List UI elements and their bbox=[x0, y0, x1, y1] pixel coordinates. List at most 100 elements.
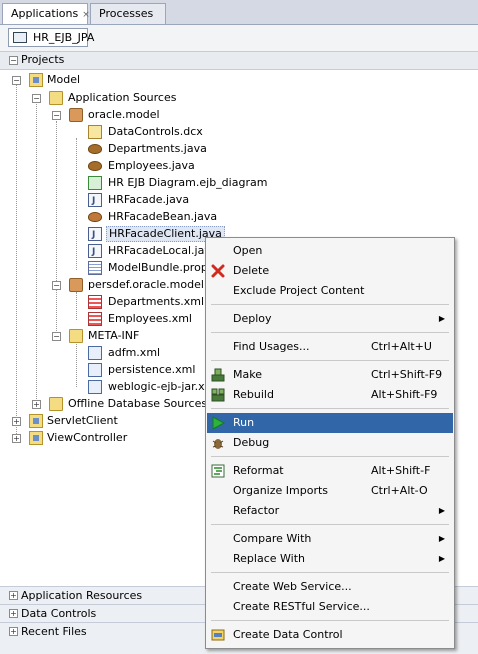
xml-file-icon bbox=[88, 380, 102, 394]
menu-item-organize-imports[interactable]: Organize Imports Ctrl+Alt-O bbox=[207, 481, 453, 501]
rebuild-icon bbox=[211, 388, 225, 402]
menu-separator bbox=[211, 360, 449, 361]
tree-label: adfm.xml bbox=[108, 346, 161, 359]
projects-panel-header[interactable]: − Projects bbox=[0, 52, 478, 70]
expand-icon[interactable]: + bbox=[9, 627, 18, 636]
menu-label: Debug bbox=[233, 436, 270, 449]
application-toolbar: HR_EJB_JPA bbox=[0, 25, 478, 52]
menu-label: Make bbox=[233, 368, 262, 381]
expand-icon[interactable]: + bbox=[32, 400, 41, 409]
tree-label: Employees.xml bbox=[108, 312, 192, 325]
expand-icon[interactable]: + bbox=[9, 591, 18, 600]
menu-item-deploy[interactable]: Deploy ▶ bbox=[207, 309, 453, 329]
tree-line bbox=[76, 138, 77, 270]
xml-file-icon bbox=[88, 346, 102, 360]
menu-label: Exclude Project Content bbox=[233, 284, 365, 297]
tree-line bbox=[16, 85, 17, 438]
tab-applications[interactable]: Applications× bbox=[2, 3, 90, 24]
close-icon[interactable]: × bbox=[82, 10, 90, 20]
menu-label: Create RESTful Service... bbox=[233, 600, 370, 613]
menu-shortcut: Alt+Shift-F bbox=[371, 464, 431, 477]
folder-icon bbox=[69, 329, 83, 343]
tree-label: HRFacadeBean.java bbox=[108, 210, 218, 223]
tree-label: HRFacade.java bbox=[108, 193, 190, 206]
project-icon bbox=[29, 414, 43, 428]
tree-line bbox=[76, 292, 77, 320]
tree-label: Application Sources bbox=[68, 91, 177, 104]
tree-label: Departments.xml bbox=[108, 295, 205, 308]
tree-label: Model bbox=[47, 73, 81, 86]
collapse-icon[interactable]: − bbox=[9, 56, 18, 65]
tree-label: persdef.oracle.model bbox=[88, 278, 204, 291]
menu-separator bbox=[211, 332, 449, 333]
package-icon bbox=[69, 278, 83, 292]
menu-separator bbox=[211, 408, 449, 409]
dcx-file-icon bbox=[88, 125, 102, 139]
menu-item-delete[interactable]: Delete bbox=[207, 261, 453, 281]
application-icon bbox=[13, 32, 27, 43]
menu-item-create-data-control[interactable]: Create Data Control bbox=[207, 625, 453, 645]
menu-separator bbox=[211, 456, 449, 457]
menu-separator bbox=[211, 524, 449, 525]
tree-label: persistence.xml bbox=[108, 363, 196, 376]
menu-item-create-web-service[interactable]: Create Web Service... bbox=[207, 577, 453, 597]
properties-file-icon bbox=[88, 261, 102, 275]
tab-processes[interactable]: Processes bbox=[90, 3, 166, 24]
application-name: HR_EJB_JPA bbox=[33, 31, 95, 44]
menu-item-replace-with[interactable]: Replace With ▶ bbox=[207, 549, 453, 569]
collapse-icon[interactable]: − bbox=[52, 111, 61, 120]
tree-line bbox=[36, 104, 37, 405]
menu-item-run[interactable]: Run bbox=[207, 413, 453, 433]
expand-icon[interactable]: + bbox=[9, 609, 18, 618]
folder-icon bbox=[49, 91, 63, 105]
tree-label-selected: HRFacadeClient.java bbox=[106, 226, 225, 242]
green-play-icon bbox=[212, 416, 225, 430]
expand-icon[interactable]: + bbox=[12, 434, 21, 443]
menu-label: Deploy bbox=[233, 312, 272, 325]
menu-shortcut: Alt+Shift-F9 bbox=[371, 388, 438, 401]
panel-title: Application Resources bbox=[21, 589, 143, 602]
application-selector[interactable]: HR_EJB_JPA bbox=[8, 28, 94, 47]
menu-label: Find Usages... bbox=[233, 340, 310, 353]
menu-label: Rebuild bbox=[233, 388, 274, 401]
panel-title: Recent Files bbox=[21, 625, 87, 638]
collapse-icon[interactable]: − bbox=[52, 332, 61, 341]
submenu-arrow-icon: ▶ bbox=[438, 534, 445, 543]
tree-label: ServletClient bbox=[47, 414, 118, 427]
tree-label: ModelBundle.proper bbox=[108, 261, 220, 274]
menu-item-rebuild[interactable]: Rebuild Alt+Shift-F9 bbox=[207, 385, 453, 405]
menu-label: Create Web Service... bbox=[233, 580, 352, 593]
menu-item-debug[interactable]: Debug bbox=[207, 433, 453, 453]
menu-item-refactor[interactable]: Refactor ▶ bbox=[207, 501, 453, 521]
tree-label: Employees.java bbox=[108, 159, 195, 172]
submenu-arrow-icon: ▶ bbox=[438, 314, 445, 323]
menu-item-reformat[interactable]: Reformat Alt+Shift-F bbox=[207, 461, 453, 481]
menu-label: Reformat bbox=[233, 464, 284, 477]
menu-shortcut: Ctrl+Alt-O bbox=[371, 484, 428, 497]
menu-item-create-restful-service[interactable]: Create RESTful Service... bbox=[207, 597, 453, 617]
package-icon bbox=[69, 108, 83, 122]
menu-label: Compare With bbox=[233, 532, 312, 545]
menu-item-open[interactable]: Open bbox=[207, 241, 453, 261]
panel-title: Data Controls bbox=[21, 607, 97, 620]
tree-label: Offline Database Sources bbox=[68, 397, 208, 410]
debug-icon bbox=[212, 439, 224, 449]
reformat-icon bbox=[211, 464, 225, 478]
collapse-icon[interactable]: − bbox=[52, 281, 61, 290]
menu-item-make[interactable]: Make Ctrl+Shift-F9 bbox=[207, 365, 453, 385]
tree-label: DataControls.dcx bbox=[108, 125, 203, 138]
tree-label: HRFacadeLocal.java bbox=[108, 244, 218, 257]
collapse-icon[interactable]: − bbox=[12, 76, 21, 85]
menu-separator bbox=[211, 620, 449, 621]
collapse-icon[interactable]: − bbox=[32, 94, 41, 103]
menu-item-exclude-project-content[interactable]: Exclude Project Content bbox=[207, 281, 453, 301]
expand-icon[interactable]: + bbox=[12, 417, 21, 426]
tree-line bbox=[56, 121, 57, 337]
java-interface-icon bbox=[88, 193, 102, 209]
menu-item-find-usages[interactable]: Find Usages... Ctrl+Alt+U bbox=[207, 337, 453, 357]
tree-label: META-INF bbox=[88, 329, 140, 342]
menu-label: Delete bbox=[233, 264, 270, 277]
menu-item-compare-with[interactable]: Compare With ▶ bbox=[207, 529, 453, 549]
tab-label: Processes bbox=[99, 7, 154, 20]
xml-file-icon bbox=[88, 295, 102, 309]
